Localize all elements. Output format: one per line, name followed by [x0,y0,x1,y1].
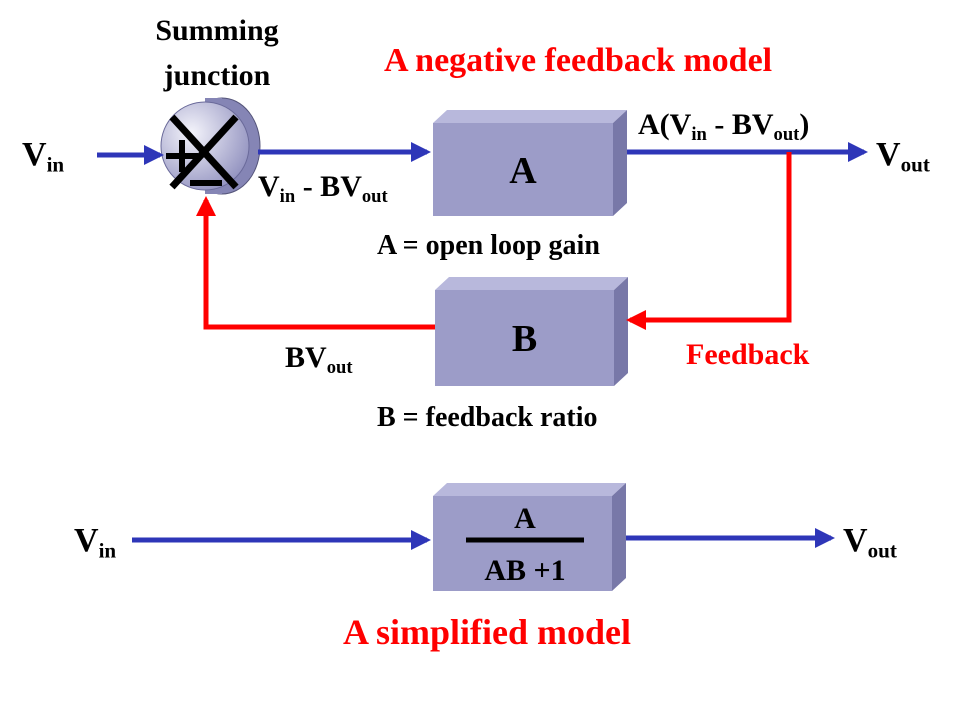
block-b-front [435,290,614,386]
feedback-label: Feedback [686,338,810,371]
summing-junction-label-line2: junction [163,59,271,92]
block-a-front [433,123,613,216]
block-a-caption: A = open loop gain [377,230,600,261]
block-a [433,110,627,216]
block-b-top [435,277,628,290]
block-a-side [613,110,627,216]
error-signal-label: Vin - BVout [258,170,388,207]
vout-label: Vout [876,136,930,177]
block-simplified [433,483,626,591]
block-simplified-side [612,483,626,591]
feedback-model-title: A negative feedback model [384,42,773,79]
block-b-label: B [511,318,538,360]
transfer-function-numerator: A [514,502,536,535]
vin-label: Vin [22,136,65,177]
block-b-side [614,277,628,386]
summing-cross-line-2 [169,114,239,190]
block-a-top [433,110,627,123]
block-simplified-front [433,496,612,591]
summing-junction-label-line1: Summing [155,14,279,47]
simplified-model-title: A simplified model [343,612,632,652]
block-simplified-top [433,483,626,496]
simplified-vout-label: Vout [843,522,897,563]
block-a-label: A [509,150,537,192]
feedback-path-to-junction [196,196,435,330]
block-b [435,277,628,386]
simplified-vin-label: Vin [74,522,117,563]
amplifier-output-label: A(Vin - BVout) [638,108,810,145]
summing-junction [160,97,261,195]
transfer-function-denominator: AB +1 [484,554,566,587]
block-b-caption: B = feedback ratio [377,402,598,433]
feedback-signal-label: BVout [285,341,353,378]
feedback-path-to-b [626,152,792,330]
